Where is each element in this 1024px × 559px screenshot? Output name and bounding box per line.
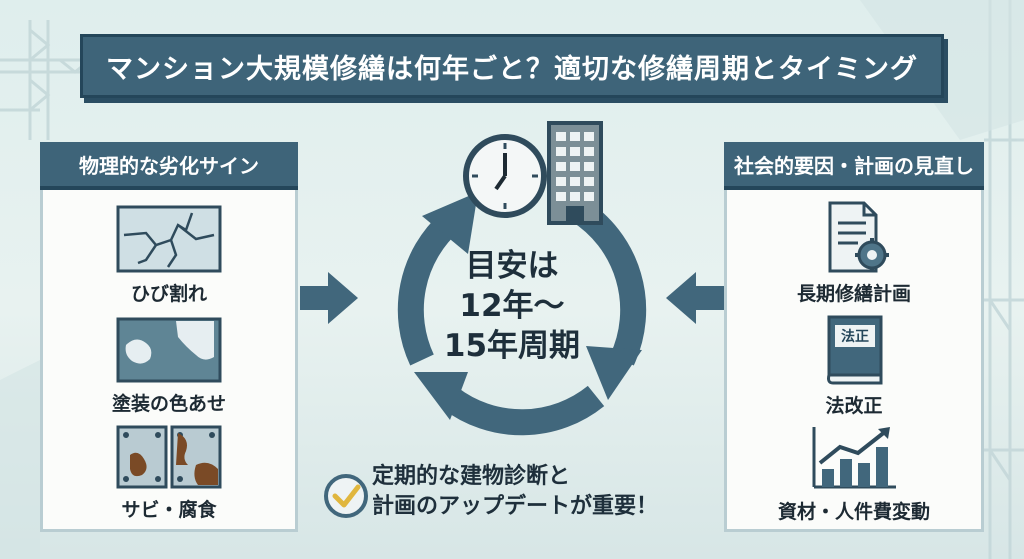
panel-heading: 社会的要因・計画の見直し — [724, 142, 984, 190]
list-item-faded-paint: 塗装の色あせ — [43, 317, 295, 416]
list-item-crack: ひび割れ — [43, 205, 295, 306]
item-label: 塗装の色あせ — [111, 393, 226, 415]
cracked-wall-icon — [116, 205, 222, 273]
checkmark-circle-icon — [324, 474, 368, 518]
left-pointing-arrow-icon — [666, 272, 724, 324]
rusted-panel-icon — [116, 425, 222, 489]
faded-paint-icon — [116, 317, 222, 383]
document-gear-icon — [828, 201, 889, 273]
list-item-rust: サビ・腐食 — [43, 425, 295, 522]
clock-icon — [463, 134, 547, 218]
law-book-icon: 法正 — [821, 313, 887, 385]
item-label: 長期修繕計画 — [796, 283, 911, 305]
building-icon — [547, 121, 603, 225]
physical-deterioration-panel: 物理的な劣化サイン ひび割れ 塗装の色あせ サビ・腐食 — [40, 142, 298, 532]
item-label: サビ・腐食 — [121, 499, 217, 521]
book-cover-text: 法正 — [841, 329, 869, 345]
important-note: 定期的な建物診断と 計画のアップデートが重要！ — [372, 462, 722, 522]
list-item-cost-change: 資材・人件費変動 — [727, 423, 981, 524]
page-title: マンション大規模修繕は何年ごと？適切な修繕周期とタイミング — [80, 34, 944, 98]
center-line-2: 12年〜 — [459, 288, 565, 324]
item-label: 資材・人件費変動 — [777, 501, 930, 523]
item-label: ひび割れ — [130, 283, 207, 305]
center-line-3: 15年周期 — [443, 328, 581, 364]
list-item-long-term-plan: 長期修繕計画 — [727, 201, 981, 306]
social-factors-panel: 社会的要因・計画の見直し 長期修繕計画 法正 法改正 — [724, 142, 984, 532]
bar-chart-up-icon — [812, 427, 896, 489]
renewal-cycle-arrows — [397, 192, 647, 436]
note-line-1: 定期的な建物診断と — [372, 464, 571, 489]
note-line-2: 計画のアップデートが重要！ — [372, 494, 659, 519]
cycle-guideline-text: 目安は 12年〜 15年周期 — [412, 246, 612, 366]
right-pointing-arrow-icon — [300, 272, 358, 324]
panel-heading: 物理的な劣化サイン — [40, 142, 298, 190]
item-label: 法改正 — [825, 395, 883, 417]
center-line-1: 目安は — [465, 248, 559, 284]
list-item-law-revision: 法正 法改正 — [727, 313, 981, 418]
